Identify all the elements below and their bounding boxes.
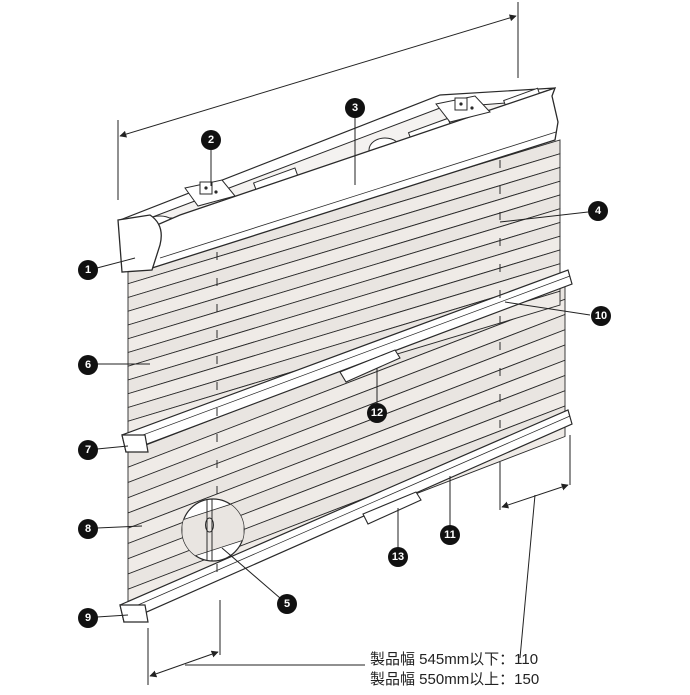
callout-6-label: 6 [85,359,91,371]
callout-11-label: 11 [444,529,456,541]
width-notes: 製品幅 545mm以下：110 製品幅 550mm以上：150 [370,651,539,688]
head-box [117,86,559,273]
callout-6: 6 [78,355,98,375]
callout-7-label: 7 [85,444,91,456]
mounting-bracket-left [184,179,236,207]
bracket-offset-dimension-left [147,600,221,685]
callout-3-label: 3 [352,102,358,114]
callout-10: 10 [591,306,611,326]
callout-5-label: 5 [284,598,290,610]
note-line-2: 製品幅 550mm以上：150 [370,671,539,688]
callout-9: 9 [78,608,98,628]
callout-3: 3 [345,98,365,118]
callout-12-label: 12 [371,407,383,419]
callout-1-label: 1 [85,264,91,276]
callout-11: 11 [440,525,460,545]
overall-width-dimension [117,2,519,200]
lift-cords [216,160,501,580]
callout-9-label: 9 [85,612,91,624]
callout-leaders [96,117,591,618]
dimension-leaders [185,494,536,666]
callout-4: 4 [588,201,608,221]
mounting-bracket-right [435,95,491,123]
callout-badges: 1 2 3 4 5 6 7 8 9 10 11 12 13 [78,98,611,628]
callout-1: 1 [78,260,98,280]
callout-8-label: 8 [85,523,91,535]
callout-12: 12 [367,403,387,423]
cord-detail-magnifier [181,498,245,562]
callout-5: 5 [277,594,297,614]
callout-2: 2 [201,130,221,150]
callout-10-label: 10 [595,310,607,322]
bottom-rail [119,409,573,623]
note-line-1: 製品幅 545mm以下：110 [370,651,538,668]
callout-2-label: 2 [208,134,214,146]
intermediate-rail-handle [339,349,401,383]
callout-7: 7 [78,440,98,460]
callout-13-label: 13 [392,551,404,563]
callout-4-label: 4 [595,205,602,217]
callout-8: 8 [78,519,98,539]
callout-13: 13 [388,547,408,567]
bottom-rail-handle [362,491,422,525]
